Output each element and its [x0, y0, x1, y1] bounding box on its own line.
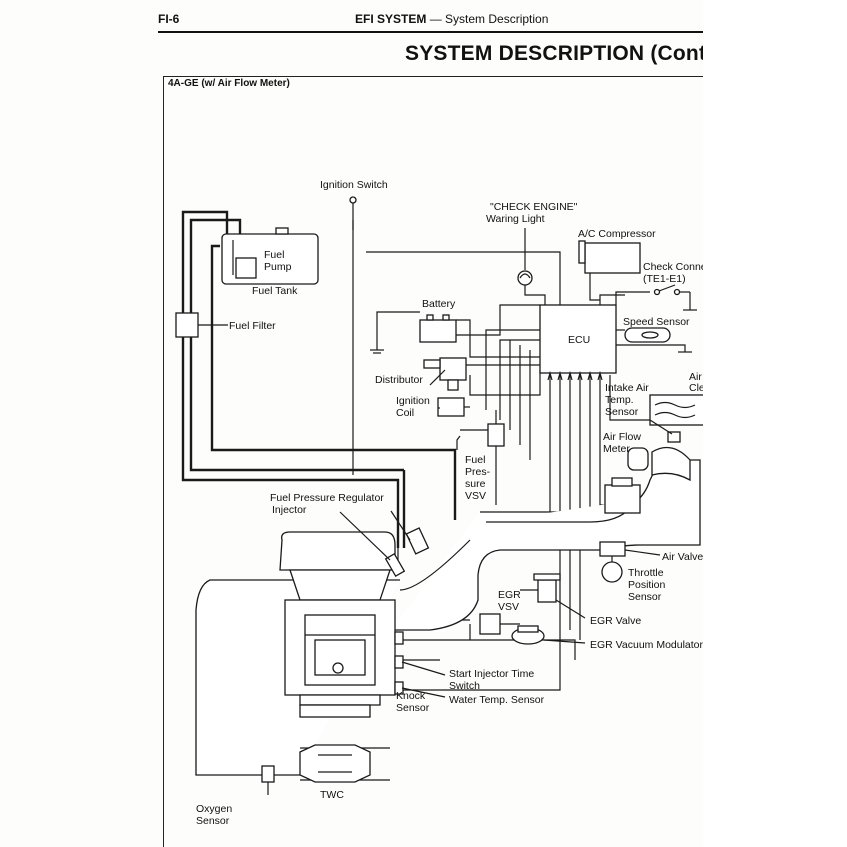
label-check-engine-line1: "CHECK ENGINE"	[490, 201, 578, 213]
label-air-flow-meter-line1: Air Flow	[603, 431, 641, 443]
label-fuel-pump-line2: Pump	[264, 261, 292, 273]
engine-block	[279, 531, 396, 718]
label-ecu: ECU	[568, 334, 590, 346]
check-engine-light-icon	[517, 270, 533, 286]
ignition-switch	[349, 196, 357, 475]
label-speed-sensor: Speed Sensor	[623, 316, 690, 328]
page-number: FI-6	[158, 12, 180, 26]
label-knock-sensor-line2: Sensor	[396, 702, 430, 714]
air-cleaner	[649, 394, 706, 426]
label-knock-sensor-line1: Knock	[396, 690, 426, 702]
oxygen-sensor	[261, 765, 275, 795]
egr-vsv	[469, 613, 520, 640]
label-intake-air-line3: Sensor	[605, 406, 639, 418]
label-air-flow-meter-line2: Meter	[603, 443, 630, 455]
label-oxygen-sensor-line2: Sensor	[196, 815, 230, 827]
speed-sensor	[624, 327, 692, 353]
label-fuel-pump-line1: Fuel	[264, 249, 284, 261]
ac-compressor	[578, 240, 641, 274]
fuel-injector	[384, 552, 406, 578]
diagram-frame	[163, 76, 708, 847]
label-ignition-coil-line2: Coil	[396, 407, 414, 419]
label-twc: TWC	[320, 789, 344, 801]
label-tps-line1: Throttle	[628, 567, 664, 579]
label-ac-compressor: A/C Compressor	[578, 228, 656, 240]
egr-vacuum-modulator	[511, 625, 586, 645]
engine-variant-label: 4A-GE (w/ Air Flow Meter)	[168, 78, 290, 89]
label-check-connector-line1: Check Conne	[643, 261, 707, 273]
label-air-cleaner-line1: Air	[689, 371, 702, 383]
label-fuel-filter: Fuel Filter	[229, 320, 276, 332]
header-rule	[158, 31, 706, 33]
label-fuel-pressure-vsv-line3: sure	[465, 478, 486, 490]
ecu-arrows	[547, 370, 603, 381]
fuel-pressure-vsv	[456, 410, 505, 505]
label-egr-vacuum-modulator: EGR Vacuum Modulator	[590, 639, 704, 651]
fuel-lines	[181, 210, 457, 548]
section-heading: EFI SYSTEM — System Description	[355, 12, 548, 26]
section-dash: —	[429, 12, 442, 26]
air-flow-meter	[627, 446, 691, 482]
egr-valve	[533, 573, 586, 619]
battery	[370, 314, 457, 354]
ignition-coil	[437, 397, 470, 417]
label-fuel-pressure-vsv-line2: Pres-	[465, 466, 491, 478]
ecu-box	[539, 304, 617, 374]
section-subtitle: System Description	[445, 12, 549, 26]
label-egr-vsv-line1: EGR	[498, 589, 521, 601]
section-name: EFI SYSTEM	[355, 12, 427, 26]
label-tps-line2: Position	[628, 579, 666, 591]
label-fuel-tank: Fuel Tank	[252, 285, 298, 297]
label-water-temp-sensor: Water Temp. Sensor	[449, 694, 545, 706]
page-title: SYSTEM DESCRIPTION (Cont'd)	[405, 42, 732, 65]
label-injector: Injector	[272, 504, 307, 516]
label-start-injector-line2: Switch	[449, 680, 480, 692]
distributor	[423, 357, 467, 391]
label-intake-air-line1: Intake Air	[605, 382, 649, 394]
page-margin	[703, 0, 847, 847]
intake-air-temp-sensor	[649, 419, 681, 443]
label-egr-vsv-line2: VSV	[498, 601, 519, 613]
label-intake-air-line2: Temp.	[605, 394, 634, 406]
label-fuel-pressure-vsv-line4: VSV	[465, 490, 486, 502]
engine-sensors	[394, 631, 404, 695]
label-tps-line3: Sensor	[628, 591, 662, 603]
label-fuel-pressure-vsv-line1: Fuel	[465, 454, 485, 466]
fuel-filter	[175, 312, 199, 338]
exhaust-system	[299, 744, 390, 783]
label-egr-valve: EGR Valve	[590, 615, 641, 627]
label-check-connector-line2: (TE1-E1)	[643, 273, 686, 285]
label-air-valve: Air Valve	[662, 551, 703, 563]
label-start-injector-line1: Start Injector Time	[449, 668, 534, 680]
air-valve	[599, 541, 661, 557]
label-check-engine-line2: Waring Light	[486, 213, 545, 225]
throttle-position-sensor	[601, 556, 623, 583]
label-distributor: Distributor	[375, 374, 423, 386]
fuel-pressure-regulator	[405, 527, 430, 555]
wiring-harness	[352, 220, 686, 691]
leader-lines	[339, 369, 538, 698]
throttle-body	[604, 477, 641, 514]
label-fuel-pressure-regulator: Fuel Pressure Regulator	[270, 492, 384, 504]
label-battery: Battery	[422, 298, 456, 310]
check-connector	[653, 284, 697, 311]
label-ignition-coil-line1: Ignition	[396, 395, 430, 407]
fuel-tank	[221, 227, 319, 285]
label-ignition-switch: Ignition Switch	[320, 179, 388, 191]
label-oxygen-sensor-line1: Oxygen	[196, 803, 232, 815]
